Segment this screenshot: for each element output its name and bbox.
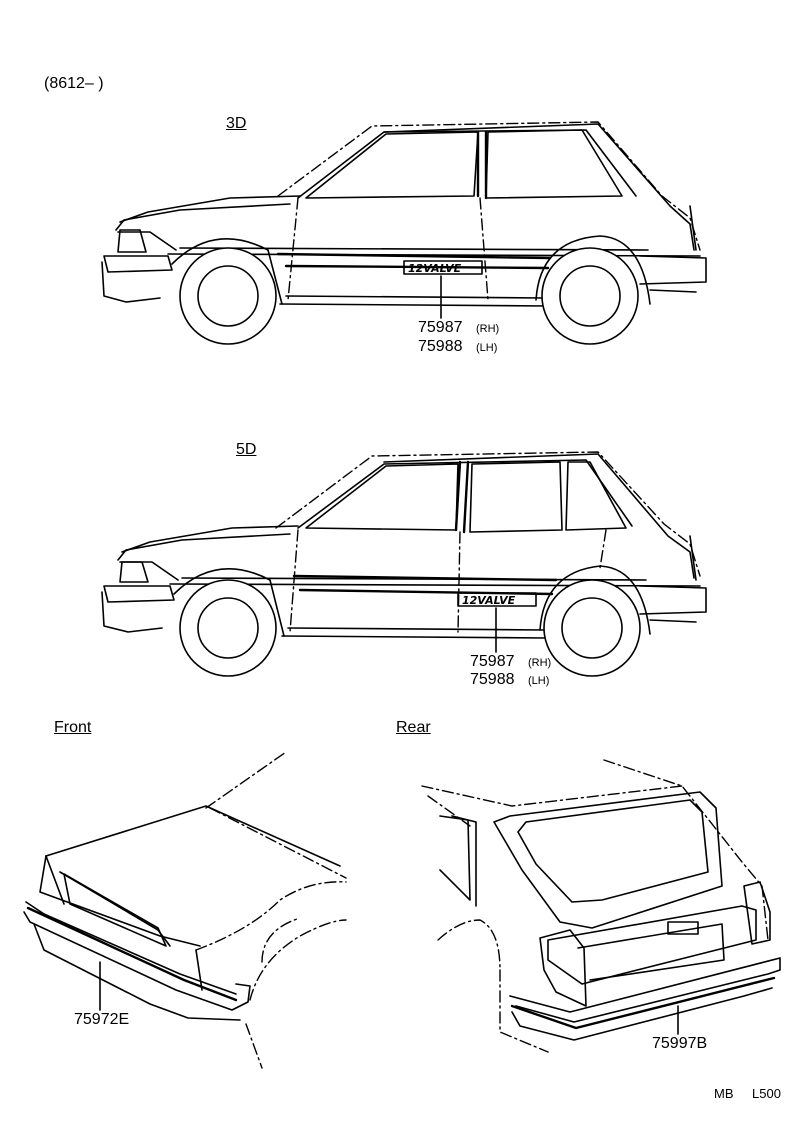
side-label-5d-rh: (RH)	[528, 657, 552, 669]
part-number-5d-rh[interactable]: 75987	[470, 653, 515, 670]
side-label-3d-rh: (RH)	[476, 323, 500, 335]
car-side-view-3d: 12VALVE	[101, 121, 707, 345]
model-range-label: (8612– )	[44, 75, 104, 92]
car-front-view	[23, 751, 347, 1069]
car-side-view-5d: 12VALVE	[101, 451, 707, 677]
part-number-3d-lh[interactable]: 75988	[418, 338, 463, 355]
footer-code-1: MB	[714, 1086, 734, 1101]
part-number-5d-lh[interactable]: 75988	[470, 671, 515, 688]
side-label-5d-lh: (LH)	[528, 675, 550, 687]
part-number-rear[interactable]: 75997B	[652, 1035, 708, 1052]
view-title-rear: Rear	[396, 719, 431, 736]
part-number-3d-rh[interactable]: 75987	[418, 319, 463, 336]
emblem-12valve-3d: 12VALVE	[408, 262, 462, 275]
view-title-3d: 3D	[226, 115, 247, 132]
view-title-front: Front	[54, 719, 92, 736]
side-label-3d-lh: (LH)	[476, 342, 498, 354]
view-title-5d: 5D	[236, 441, 257, 458]
emblem-12valve-5d: 12VALVE	[462, 594, 516, 607]
part-number-front[interactable]: 75972E	[74, 1011, 130, 1028]
car-rear-view	[421, 759, 781, 1053]
footer-code-2: L500	[752, 1086, 781, 1101]
